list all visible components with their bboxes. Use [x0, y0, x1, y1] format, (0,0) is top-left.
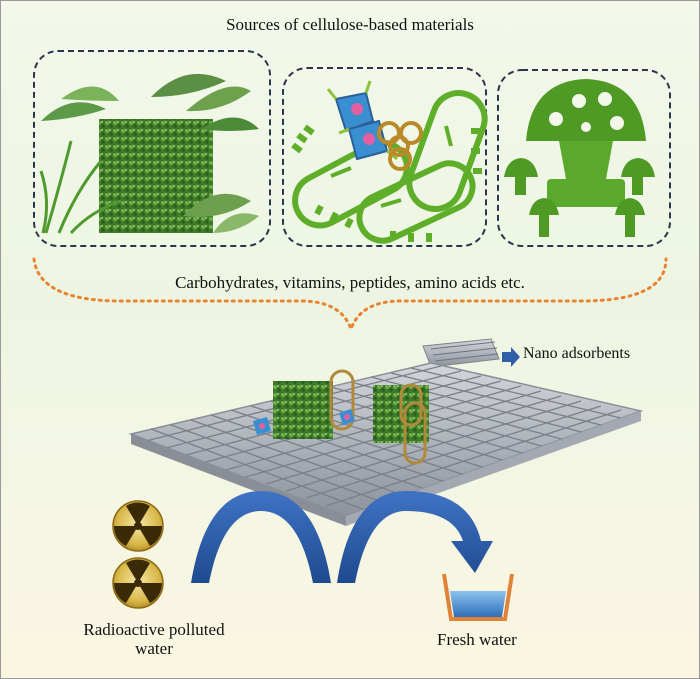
- fungi-source-box: [497, 69, 671, 247]
- plant-source-box: [33, 50, 271, 247]
- nano-arrow-icon: [502, 347, 520, 367]
- nutrient-label: Carbohydrates, vitamins, peptides, amino…: [175, 273, 525, 292]
- brace: [32, 257, 668, 334]
- virus-icon: [326, 80, 398, 161]
- mushroom-icon: [504, 79, 655, 237]
- bacteria-small-icon: [329, 369, 427, 465]
- plant-icon: [39, 73, 259, 235]
- figure-title: Sources of cellulose-based materials: [226, 15, 474, 34]
- radioactive-water-label: Radioactive polluted water: [83, 620, 225, 658]
- radiation-icon: [112, 557, 164, 609]
- radiation-icon: [112, 500, 164, 552]
- bacteria-icon: [291, 90, 488, 244]
- microbe-source-box: [282, 67, 488, 247]
- virus-small-icon: [253, 409, 355, 435]
- fresh-water-label: Fresh water: [437, 630, 517, 649]
- flow-arrows: [173, 491, 493, 583]
- plant-cube-icon: [273, 381, 333, 439]
- nano-swatch: [422, 338, 500, 368]
- nano-adsorbents-label: Nano adsorbents: [523, 345, 631, 362]
- biohazard-icon: [377, 121, 423, 171]
- water-cup-icon: [442, 573, 514, 621]
